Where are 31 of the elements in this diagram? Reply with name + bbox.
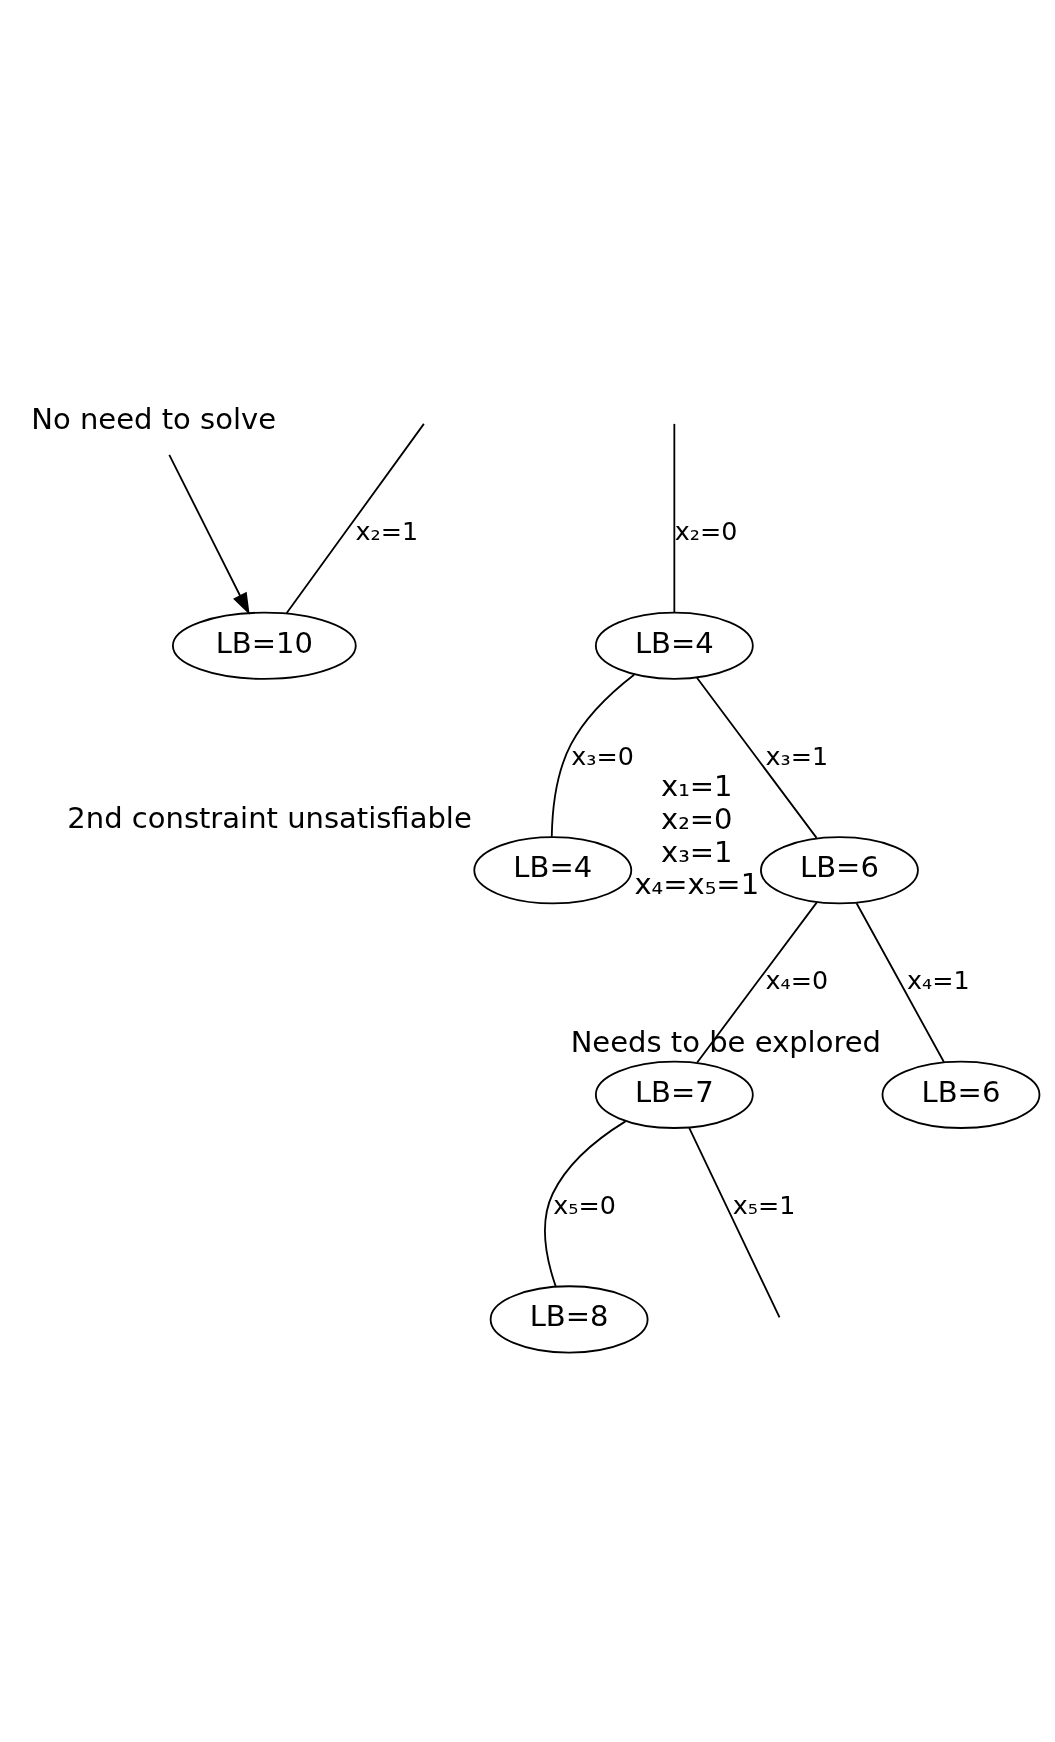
node-label: Needs to be explored: [570, 1025, 881, 1060]
arrow: [168, 453, 250, 615]
node-ellipse: LB=6: [760, 836, 919, 905]
edge-label: x₂=1: [355, 516, 419, 547]
edge-label: x₃=0: [571, 740, 634, 771]
node-ellipse: LB=8: [489, 1285, 649, 1354]
node-ellipse: LB=4: [594, 611, 754, 680]
node-label: x₄=x₅=1: [634, 867, 760, 902]
connector: [673, 423, 676, 614]
edge-label: x₄=1: [906, 965, 970, 996]
connector: [544, 1120, 627, 1288]
connector: [855, 902, 945, 1063]
connector: [688, 1126, 781, 1319]
edge-label: x₃=1: [765, 740, 829, 771]
node-label: x₁=1: [660, 769, 733, 804]
connector: [696, 901, 818, 1064]
edge-label: x₂=0: [674, 516, 738, 547]
connector: [550, 673, 635, 838]
node-ellipse: LB=4: [473, 836, 633, 905]
edge-label: x₅=0: [553, 1189, 616, 1220]
node-ellipse: LB=10: [171, 611, 357, 680]
edge-label: x₄=0: [765, 965, 829, 996]
node-label: x₃=1: [660, 834, 733, 869]
node-ellipse: LB=7: [594, 1060, 754, 1129]
node-text: No need to solve: [31, 401, 277, 436]
node-label: x₂=0: [660, 801, 733, 836]
node-ellipse: LB=6: [881, 1060, 1041, 1129]
node-label: 2nd constraint unsatisfiable: [67, 800, 472, 835]
edge-label: x₅=1: [732, 1189, 796, 1220]
connector: [285, 423, 425, 615]
connector: [696, 676, 818, 839]
